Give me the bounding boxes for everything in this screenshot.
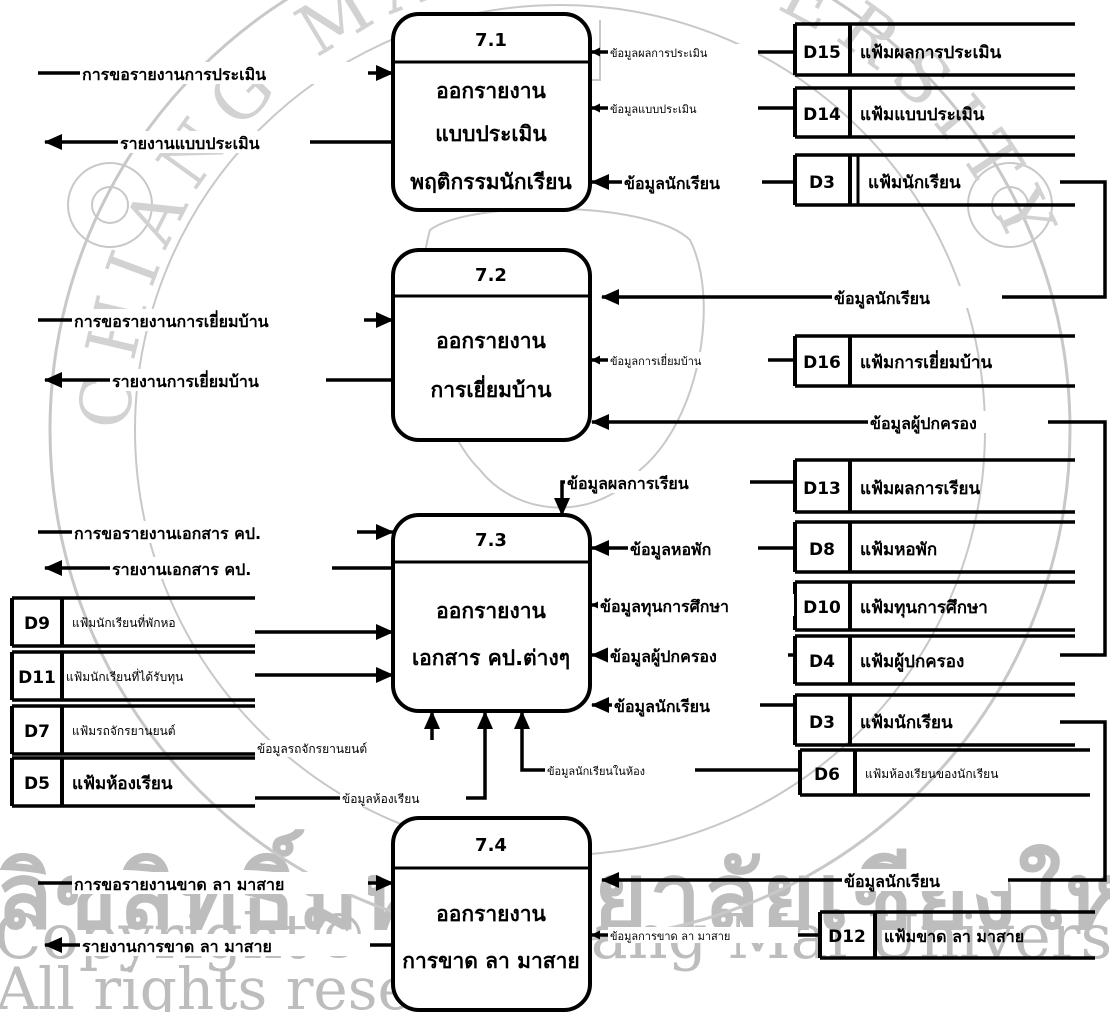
datastore-code: D11 (18, 668, 56, 688)
datastore-D8: D8 แฟ้มหอพัก (793, 520, 1075, 574)
datastore-code: D8 (809, 540, 835, 560)
datastore-D7: D7 แฟ้มรถจักรยานยนต์ (10, 704, 255, 756)
process-id: 7.1 (475, 30, 507, 51)
datastore-D12: D12 แฟ้มขาด ลา มาสาย (818, 910, 1095, 960)
process-7-2: 7.2 ออกรายงาน การเยี่ยมบ้าน (391, 248, 592, 442)
flow-label: ข้อมูลผู้ปกครอง (610, 647, 717, 668)
flow-label: ข้อมูลทุนการศึกษา (600, 597, 729, 618)
process-7-4: 7.4 ออกรายงาน การขาด ลา มาสาย (391, 816, 592, 1012)
process-id: 7.2 (475, 265, 507, 286)
datastore-name: แฟ้มผลการประเมิน (860, 43, 1002, 63)
flow-labels: การขอรายงานการประเมิน รายงานแบบประเมิน ข… (72, 44, 1048, 956)
datastore-D3: D3 แฟ้มนักเรียน (793, 153, 1075, 207)
flow-label: ข้อมูลนักเรียน (834, 289, 930, 310)
datastore-code: D10 (803, 598, 841, 618)
datastore-code: D14 (803, 105, 841, 125)
datastore-code: D4 (809, 652, 835, 672)
datastore-code: D3 (809, 713, 835, 733)
process-label: ออกรายงาน (436, 79, 546, 103)
flow-label: ข้อมูลผลการประเมิน (610, 47, 708, 60)
datastore-name: แฟ้มนักเรียนที่ได้รับทุน (66, 668, 183, 685)
process-7-3: 7.3 ออกรายงาน เอกสาร คป.ต่างๆ (391, 513, 592, 713)
flow-label: ข้อมูลนักเรียน (614, 697, 710, 718)
process-7-1: 7.1 ออกรายงาน แบบประเมิน พฤติกรรมนักเรีย… (391, 12, 592, 212)
flow-label: ข้อมูลแบบประเมิน (610, 103, 697, 116)
datastore-code: D9 (24, 614, 50, 634)
datastore-code: D15 (803, 43, 841, 63)
datastore-name: แฟ้มทุนการศึกษา (860, 598, 988, 618)
datastore-D4: D4 แฟ้มผู้ปกครอง (793, 634, 1075, 686)
datastore-code: D16 (803, 353, 841, 373)
process-label: ออกรายงาน (436, 599, 546, 623)
datastore-name: แฟ้มนักเรียน (860, 712, 953, 733)
flow-label: รายงานการเยี่ยมบ้าน (112, 370, 259, 391)
datastore-code: D13 (803, 479, 841, 499)
datastore-D11: D11 แฟ้มนักเรียนที่ได้รับทุน (10, 650, 255, 702)
flow-label: ข้อมูลผู้ปกครอง (870, 414, 977, 435)
datastore-D6: D6 แฟ้มห้องเรียนของนักเรียน (798, 748, 1090, 797)
flow-label: ข้อมูลห้องเรียน (342, 792, 419, 807)
flow-label: ข้อมูลผลการเรียน (567, 474, 689, 495)
datastore-name: แฟ้มผู้ปกครอง (860, 652, 964, 673)
flow-label: รายงานแบบประเมิน (120, 134, 260, 153)
flow-label: ข้อมูลการเยี่ยมบ้าน (610, 353, 702, 368)
process-label: การเยี่ยมบ้าน (431, 374, 553, 402)
flow-label: การขอรายงานเอกสาร คป. (74, 524, 261, 543)
datastore-name: แฟ้มห้องเรียนของนักเรียน (865, 767, 998, 781)
datastore-name: แฟ้มหอพัก (860, 540, 937, 560)
process-label: การขาด ลา มาสาย (402, 949, 579, 973)
process-id: 7.4 (475, 835, 507, 856)
datastore-name: แฟ้มขาด ลา มาสาย (884, 927, 1024, 946)
flow-label: ข้อมูลรถจักรยานยนต์ (257, 742, 367, 757)
datastore-name: แฟ้มนักเรียนที่พักหอ (72, 614, 176, 630)
datastore-code: D12 (828, 927, 866, 947)
flow-label: ข้อมูลนักเรียน (624, 174, 720, 195)
process-label: พฤติกรรมนักเรียน (410, 170, 572, 194)
datastore-name: แฟ้มรถจักรยานยนต์ (72, 724, 176, 738)
datastore-D16: D16 แฟ้มการเยี่ยมบ้าน (793, 334, 1075, 388)
process-label: แบบประเมิน (435, 122, 547, 146)
flow-label: การขอรายงานการประเมิน (82, 65, 266, 84)
flow-label: ข้อมูลหอพัก (630, 540, 711, 561)
process-label: เอกสาร คป.ต่างๆ (412, 646, 570, 670)
process-label: ออกรายงาน (436, 329, 546, 353)
datastore-name: แฟ้มนักเรียน (868, 172, 961, 193)
datastore-D14: D14 แฟ้มแบบประเมิน (793, 86, 1075, 139)
datastore-code: D7 (24, 722, 50, 742)
flow-label: รายงานการขาด ลา มาสาย (82, 937, 272, 956)
datastore-code: D3 (809, 173, 835, 193)
flow-label: การขอรายงานการเยี่ยมบ้าน (74, 310, 269, 331)
datastore-name: แฟ้มแบบประเมิน (860, 105, 985, 125)
datastore-D15: D15 แฟ้มผลการประเมิน (793, 22, 1075, 77)
datastore-name: แฟ้มห้องเรียน (72, 773, 173, 794)
datastore-code: D6 (814, 765, 840, 785)
flow-label: รายงานเอกสาร คป. (112, 560, 251, 579)
datastore-D5: D5 แฟ้มห้องเรียน (10, 756, 255, 808)
datastore-name: แฟ้มผลการเรียน (860, 478, 980, 499)
datastore-D10: D10 แฟ้มทุนการศึกษา (793, 580, 1075, 632)
process-label: ออกรายงาน (436, 902, 546, 926)
flow-label: ข้อมูลนักเรียนในห้อง (547, 765, 645, 778)
datastore-D13: D13 แฟ้มผลการเรียน (793, 458, 1075, 514)
datastore-D9: D9 แฟ้มนักเรียนที่พักหอ (10, 596, 255, 648)
datastore-name: แฟ้มการเยี่ยมบ้าน (860, 350, 992, 373)
flow-label: ข้อมูลการขาด ลา มาสาย (610, 930, 730, 943)
flow-label: การขอรายงานขาด ลา มาสาย (74, 875, 284, 894)
process-id: 7.3 (475, 530, 507, 551)
datastore-code: D5 (24, 774, 50, 794)
flow-label: ข้อมูลนักเรียน (844, 872, 940, 893)
datastore-D3-second: D3 แฟ้มนักเรียน (793, 693, 1075, 747)
